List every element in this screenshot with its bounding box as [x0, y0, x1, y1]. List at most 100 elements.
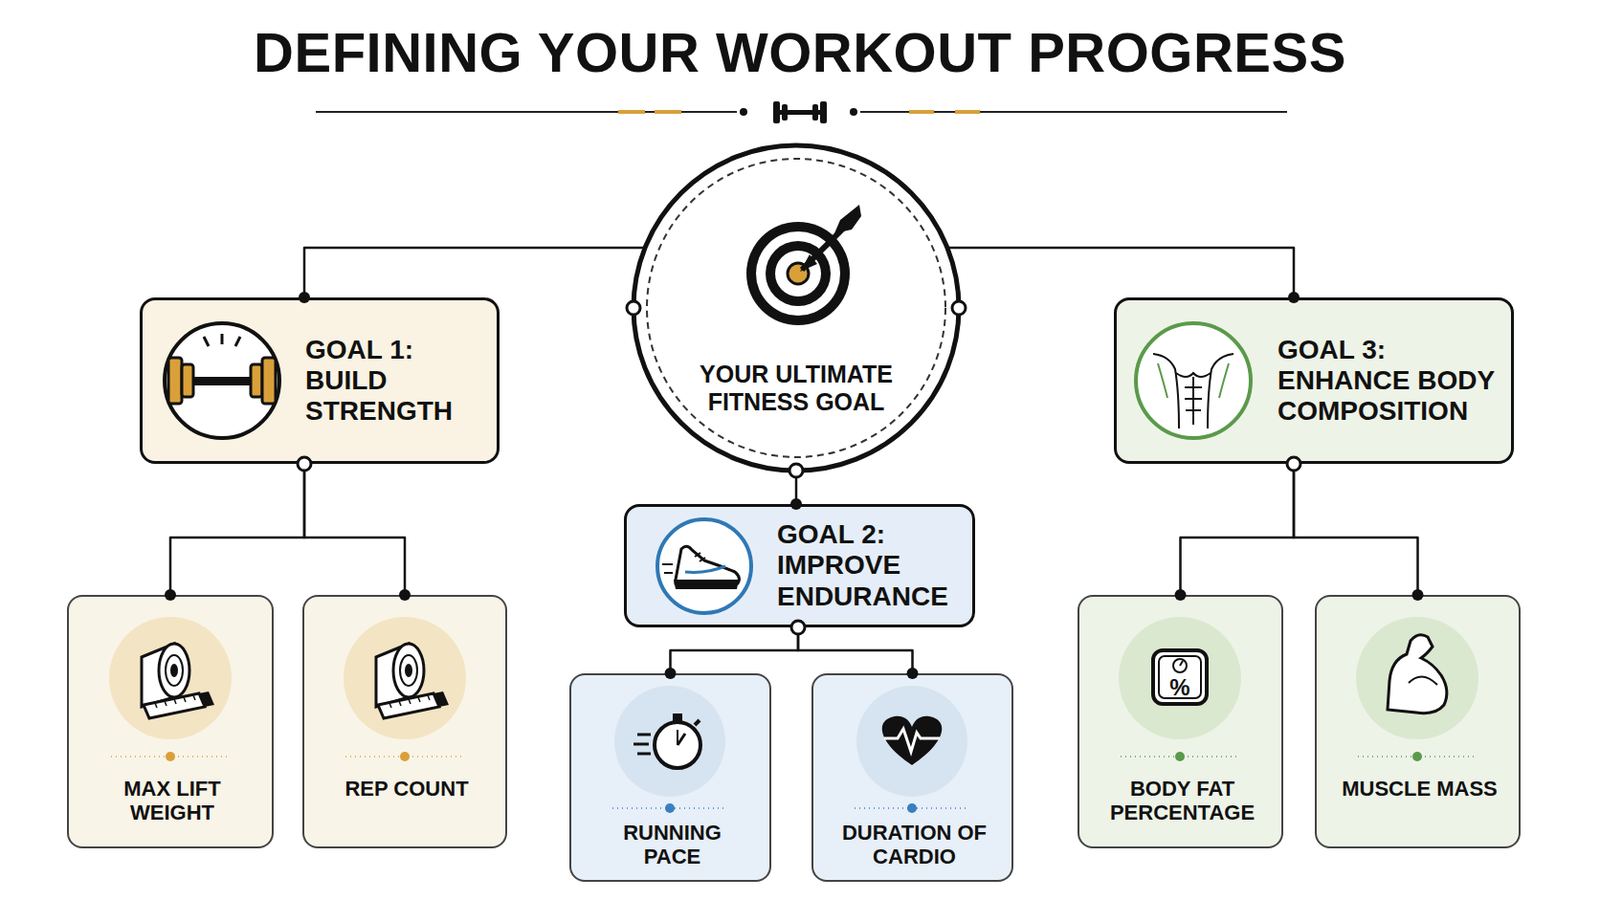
icon-background	[1118, 617, 1242, 740]
side-shade	[1219, 363, 1229, 399]
goal-box: GOAL 3:ENHANCE BODY COMPOSITION	[1113, 297, 1514, 465]
side-shade	[1157, 363, 1168, 399]
connector-dot	[665, 667, 677, 680]
percent-sign: %	[1169, 674, 1190, 702]
goal-title: IMPROVE ENDURANCE	[777, 550, 965, 612]
watch-hand	[677, 733, 686, 746]
pulse-line	[884, 729, 940, 753]
abs-line	[1192, 377, 1195, 425]
speed-line	[664, 572, 673, 575]
scale-body	[1153, 650, 1207, 705]
circle-ring	[633, 145, 959, 471]
goal-box: GOAL 2:IMPROVE ENDURANCE	[623, 504, 976, 628]
sneaker-icon	[657, 519, 752, 614]
divider-dash	[909, 110, 934, 114]
shoe-upper	[675, 546, 739, 584]
target-icon	[746, 204, 862, 326]
text-group: MAX LIFT WEIGHT	[89, 777, 255, 826]
metric-label: MUSCLE MASS	[1337, 777, 1502, 801]
tape-body	[376, 644, 409, 708]
text-group: MUSCLE MASS	[1337, 777, 1502, 801]
connector-line	[1180, 464, 1295, 596]
torso-outline	[1207, 354, 1234, 429]
metric-box: MAX LIFT WEIGHT	[66, 595, 274, 849]
circle-outline	[630, 142, 962, 474]
icon-background	[343, 617, 467, 740]
arrow-tip	[800, 254, 818, 272]
label-holder: %	[1169, 674, 1190, 702]
separator-dot	[1412, 752, 1423, 762]
goal-title: ENHANCE BODY COMPOSITION	[1277, 365, 1504, 427]
motion-line	[235, 336, 241, 347]
tape-roll	[158, 644, 190, 698]
tape-ticks	[155, 695, 196, 709]
separator-dots	[111, 752, 1477, 814]
divider-line	[860, 111, 1288, 113]
goal-title: BUILD STRENGTH	[305, 365, 489, 427]
shoe-lace	[699, 557, 706, 562]
diagram-title: DEFINING YOUR WORKOUT PROGRESS	[0, 21, 1600, 86]
connector-line	[947, 247, 1294, 298]
connector-line	[170, 464, 305, 596]
scale-needle	[1179, 661, 1183, 667]
goal-heading: GOAL 3:	[1277, 334, 1504, 366]
icon-background	[614, 686, 726, 798]
metric-box: REP COUNT	[302, 595, 508, 849]
separator-dot	[1175, 752, 1185, 762]
tape-roll	[165, 655, 183, 687]
ring-dot	[952, 301, 966, 315]
tape-tick	[389, 703, 392, 709]
target-bullseye	[787, 263, 809, 285]
shoe-lace	[694, 553, 701, 557]
shoe-sole	[673, 579, 739, 590]
tape-tab	[199, 691, 215, 708]
tape-measure-icon	[376, 644, 449, 719]
tape-roll	[400, 655, 418, 687]
target-ring	[765, 241, 831, 307]
abs-line	[1184, 398, 1202, 400]
metric-label: MAX LIFT WEIGHT	[89, 777, 255, 826]
tape-tick	[408, 699, 411, 705]
dumbbell-plate	[168, 357, 182, 404]
goal-label: YOUR ULTIMATE FITNESS GOAL	[690, 360, 902, 417]
icon-background	[856, 686, 968, 798]
torso-icon	[1135, 323, 1251, 439]
connector-open-dot	[791, 621, 805, 635]
motion-line	[203, 336, 209, 347]
watch-hand	[676, 730, 679, 746]
watch-face	[654, 722, 701, 769]
dumbbell-plate	[773, 101, 780, 124]
speed-line	[662, 563, 673, 566]
metric-label: BODY FAT PERCENTAGE	[1100, 777, 1265, 826]
heart-shape	[882, 716, 942, 766]
connector-line	[304, 464, 405, 596]
connector-line	[798, 627, 913, 674]
motion-line	[221, 333, 224, 345]
tape-tab	[433, 691, 449, 708]
speed-line	[637, 733, 651, 737]
scale-icon	[1153, 650, 1207, 705]
tape-core	[170, 664, 178, 678]
text-group: BODY FAT PERCENTAGE	[1100, 777, 1265, 826]
icon-ring	[1135, 323, 1251, 439]
abs-line	[1185, 409, 1201, 412]
tape-tick	[418, 697, 421, 703]
tape-tick	[183, 697, 186, 703]
tape-measure-icon	[141, 644, 215, 719]
watch-button	[694, 720, 700, 726]
dumbbell-plate	[262, 357, 276, 404]
watch-crown	[672, 713, 683, 722]
connector-open-dot	[297, 457, 312, 471]
separator-dot	[665, 803, 675, 814]
target-ring	[755, 231, 841, 316]
text-group: YOUR ULTIMATE FITNESS GOAL	[690, 360, 902, 417]
connector-dot	[790, 498, 802, 511]
connector-dot	[907, 667, 919, 680]
divider-dash	[654, 110, 682, 114]
tape-strip	[377, 693, 440, 719]
divider-line	[315, 111, 737, 113]
arm-outline	[1387, 635, 1447, 714]
